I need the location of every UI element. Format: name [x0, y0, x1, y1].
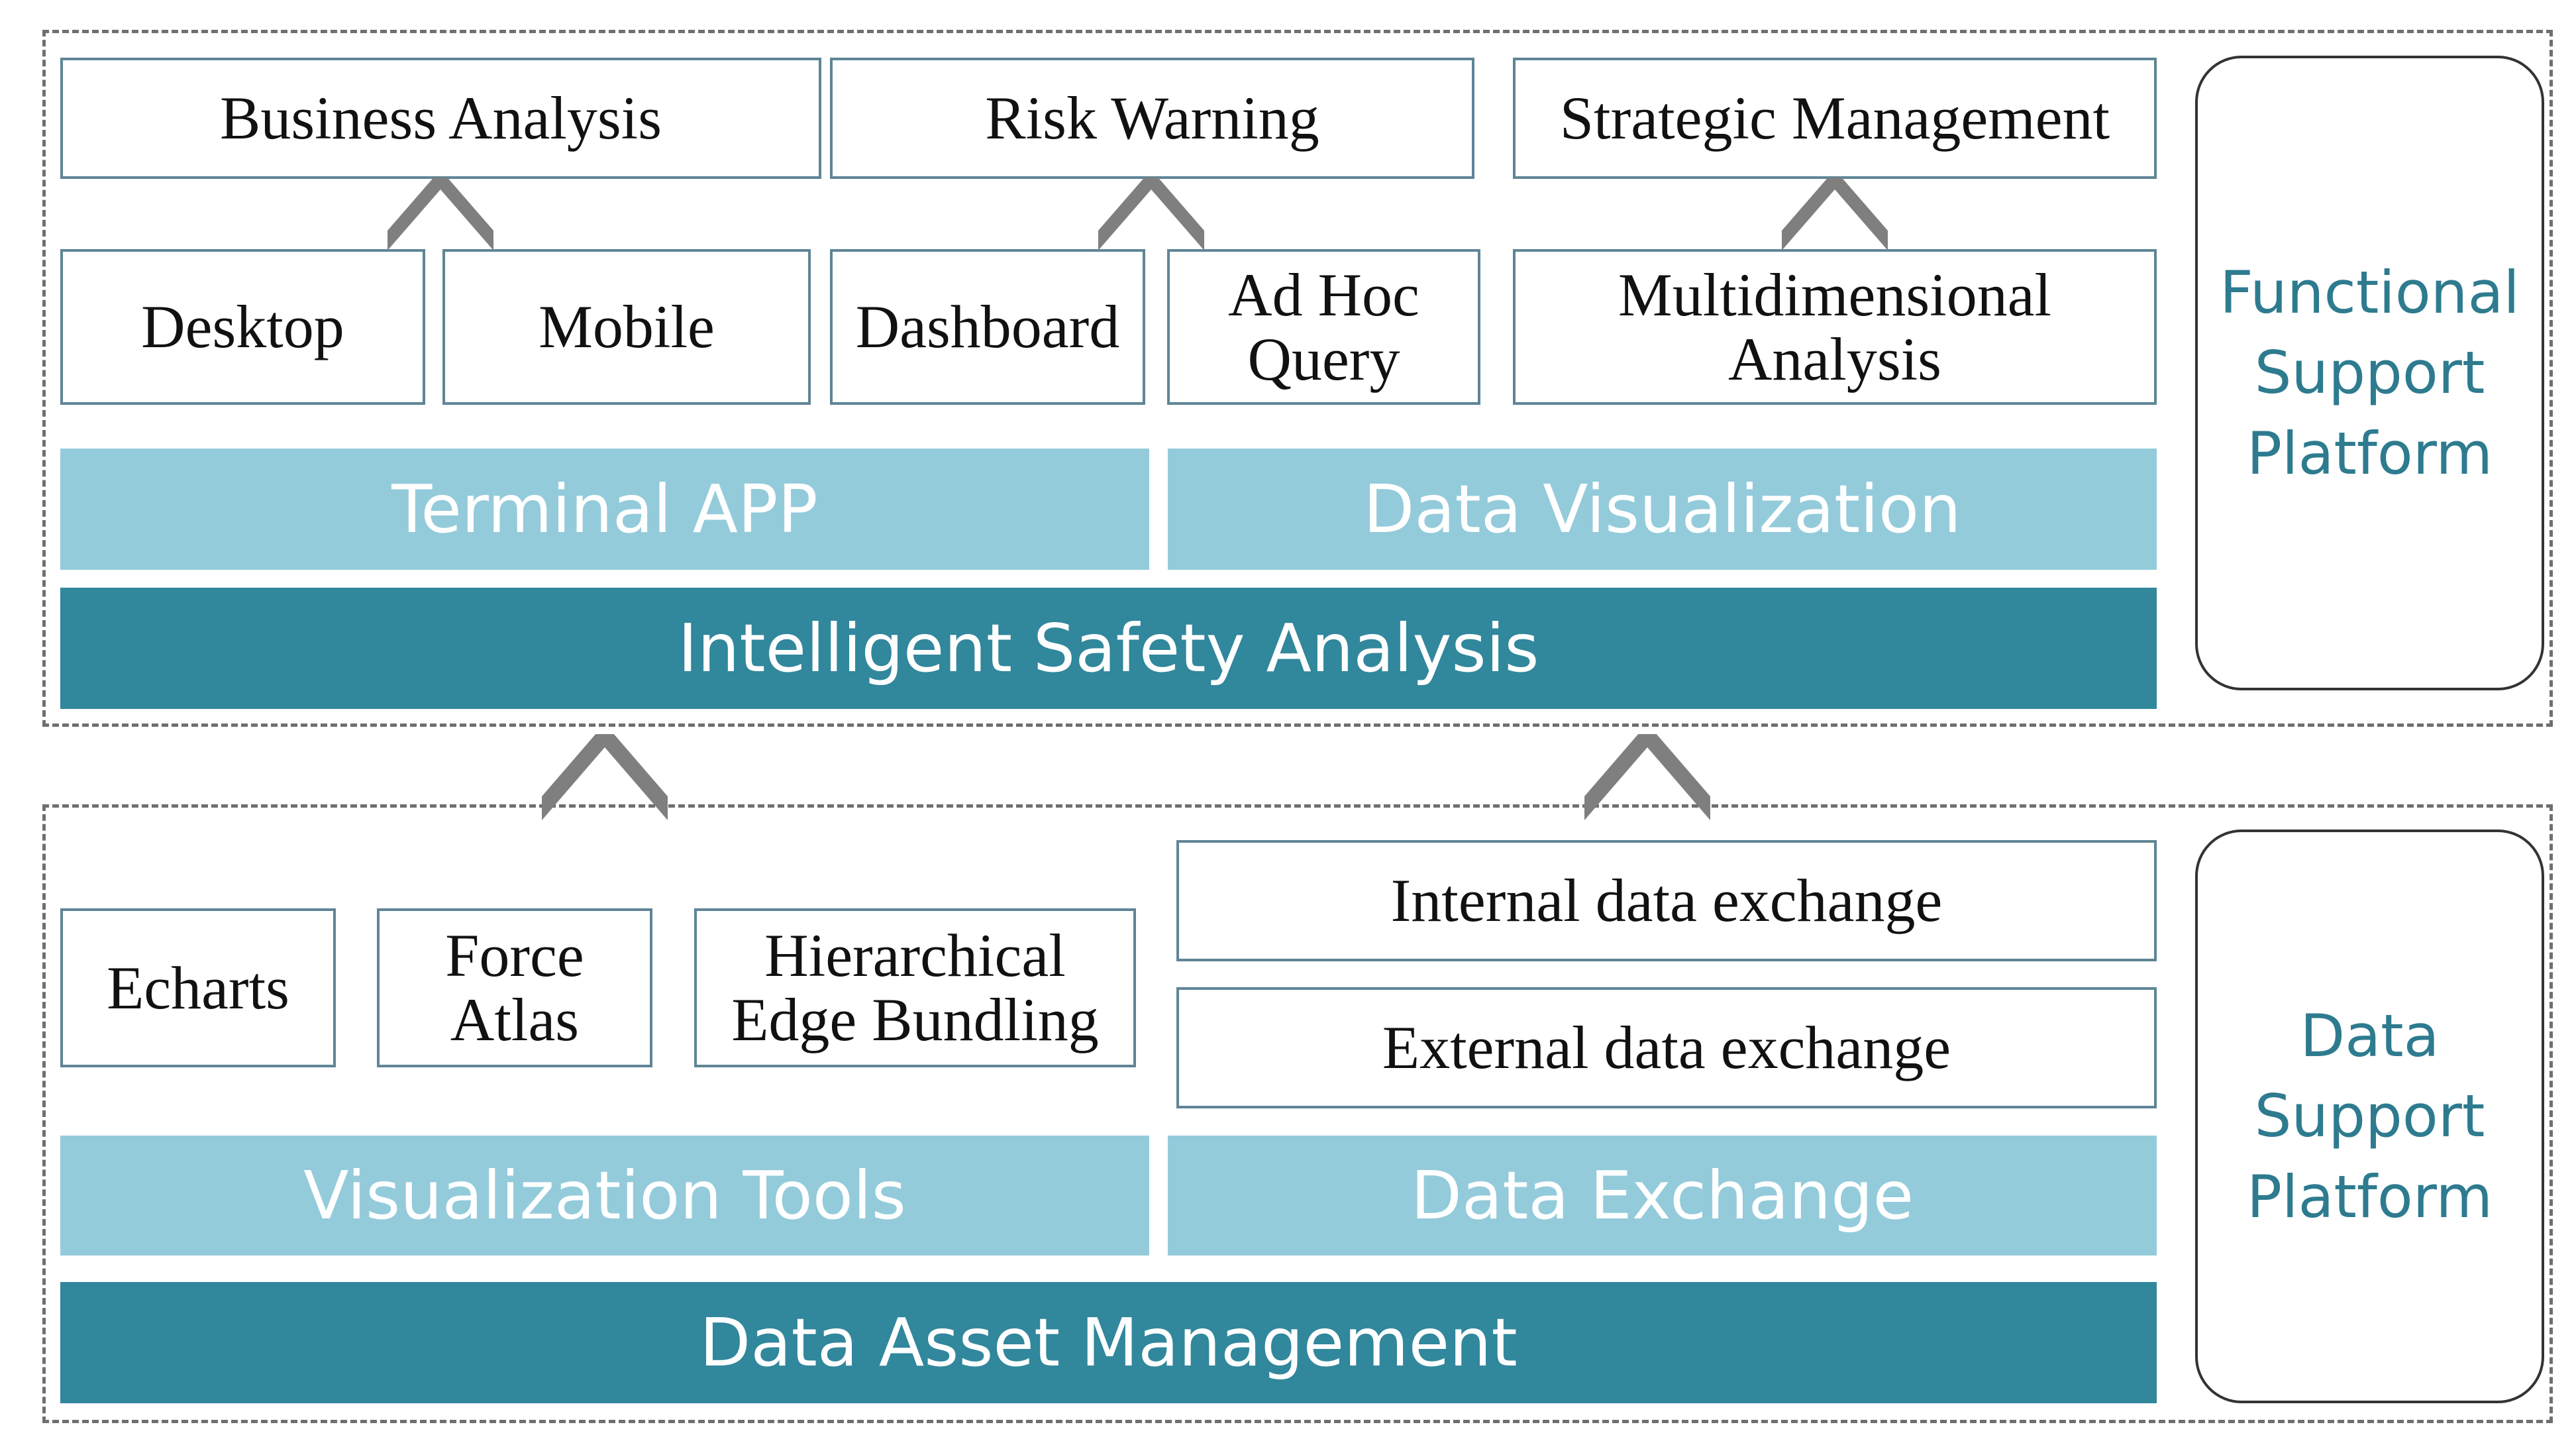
terminal-app-bar: Terminal APP	[60, 449, 1149, 570]
functional-support-platform-group	[42, 30, 2553, 727]
internal-data-exchange-box: Internal data exchange	[1176, 840, 2157, 961]
dashboard-box: Dashboard	[830, 249, 1145, 405]
data-asset-management-bar: Data Asset Management	[60, 1282, 2157, 1403]
data-support-platform-label: Data Support Platform	[2195, 830, 2544, 1403]
strategic-management-box: Strategic Management	[1513, 58, 2157, 179]
multidimensional-analysis-box: Multidimensional Analysis	[1513, 249, 2157, 405]
risk-warning-box: Risk Warning	[830, 58, 1474, 179]
business-analysis-box: Business Analysis	[60, 58, 821, 179]
desktop-box: Desktop	[60, 249, 425, 405]
data-visualization-bar: Data Visualization	[1168, 449, 2157, 570]
visualization-tools-bar: Visualization Tools	[60, 1136, 1149, 1256]
external-data-exchange-box: External data exchange	[1176, 987, 2157, 1108]
functional-support-platform-label: Functional Support Platform	[2195, 56, 2544, 690]
hierarchical-edge-bundling-box: Hierarchical Edge Bundling	[694, 908, 1136, 1067]
data-support-platform-group	[42, 804, 2553, 1423]
chevron-up-icon	[387, 178, 493, 250]
ad-hoc-query-box: Ad Hoc Query	[1167, 249, 1480, 405]
mobile-box: Mobile	[442, 249, 811, 405]
chevron-up-icon	[1584, 734, 1710, 820]
echarts-box: Echarts	[60, 908, 336, 1067]
chevron-up-icon	[1098, 178, 1204, 250]
force-atlas-box: Force Atlas	[377, 908, 652, 1067]
intelligent-safety-analysis-bar: Intelligent Safety Analysis	[60, 588, 2157, 709]
data-exchange-bar: Data Exchange	[1168, 1136, 2157, 1256]
chevron-up-icon	[542, 734, 668, 820]
chevron-up-icon	[1782, 178, 1888, 250]
